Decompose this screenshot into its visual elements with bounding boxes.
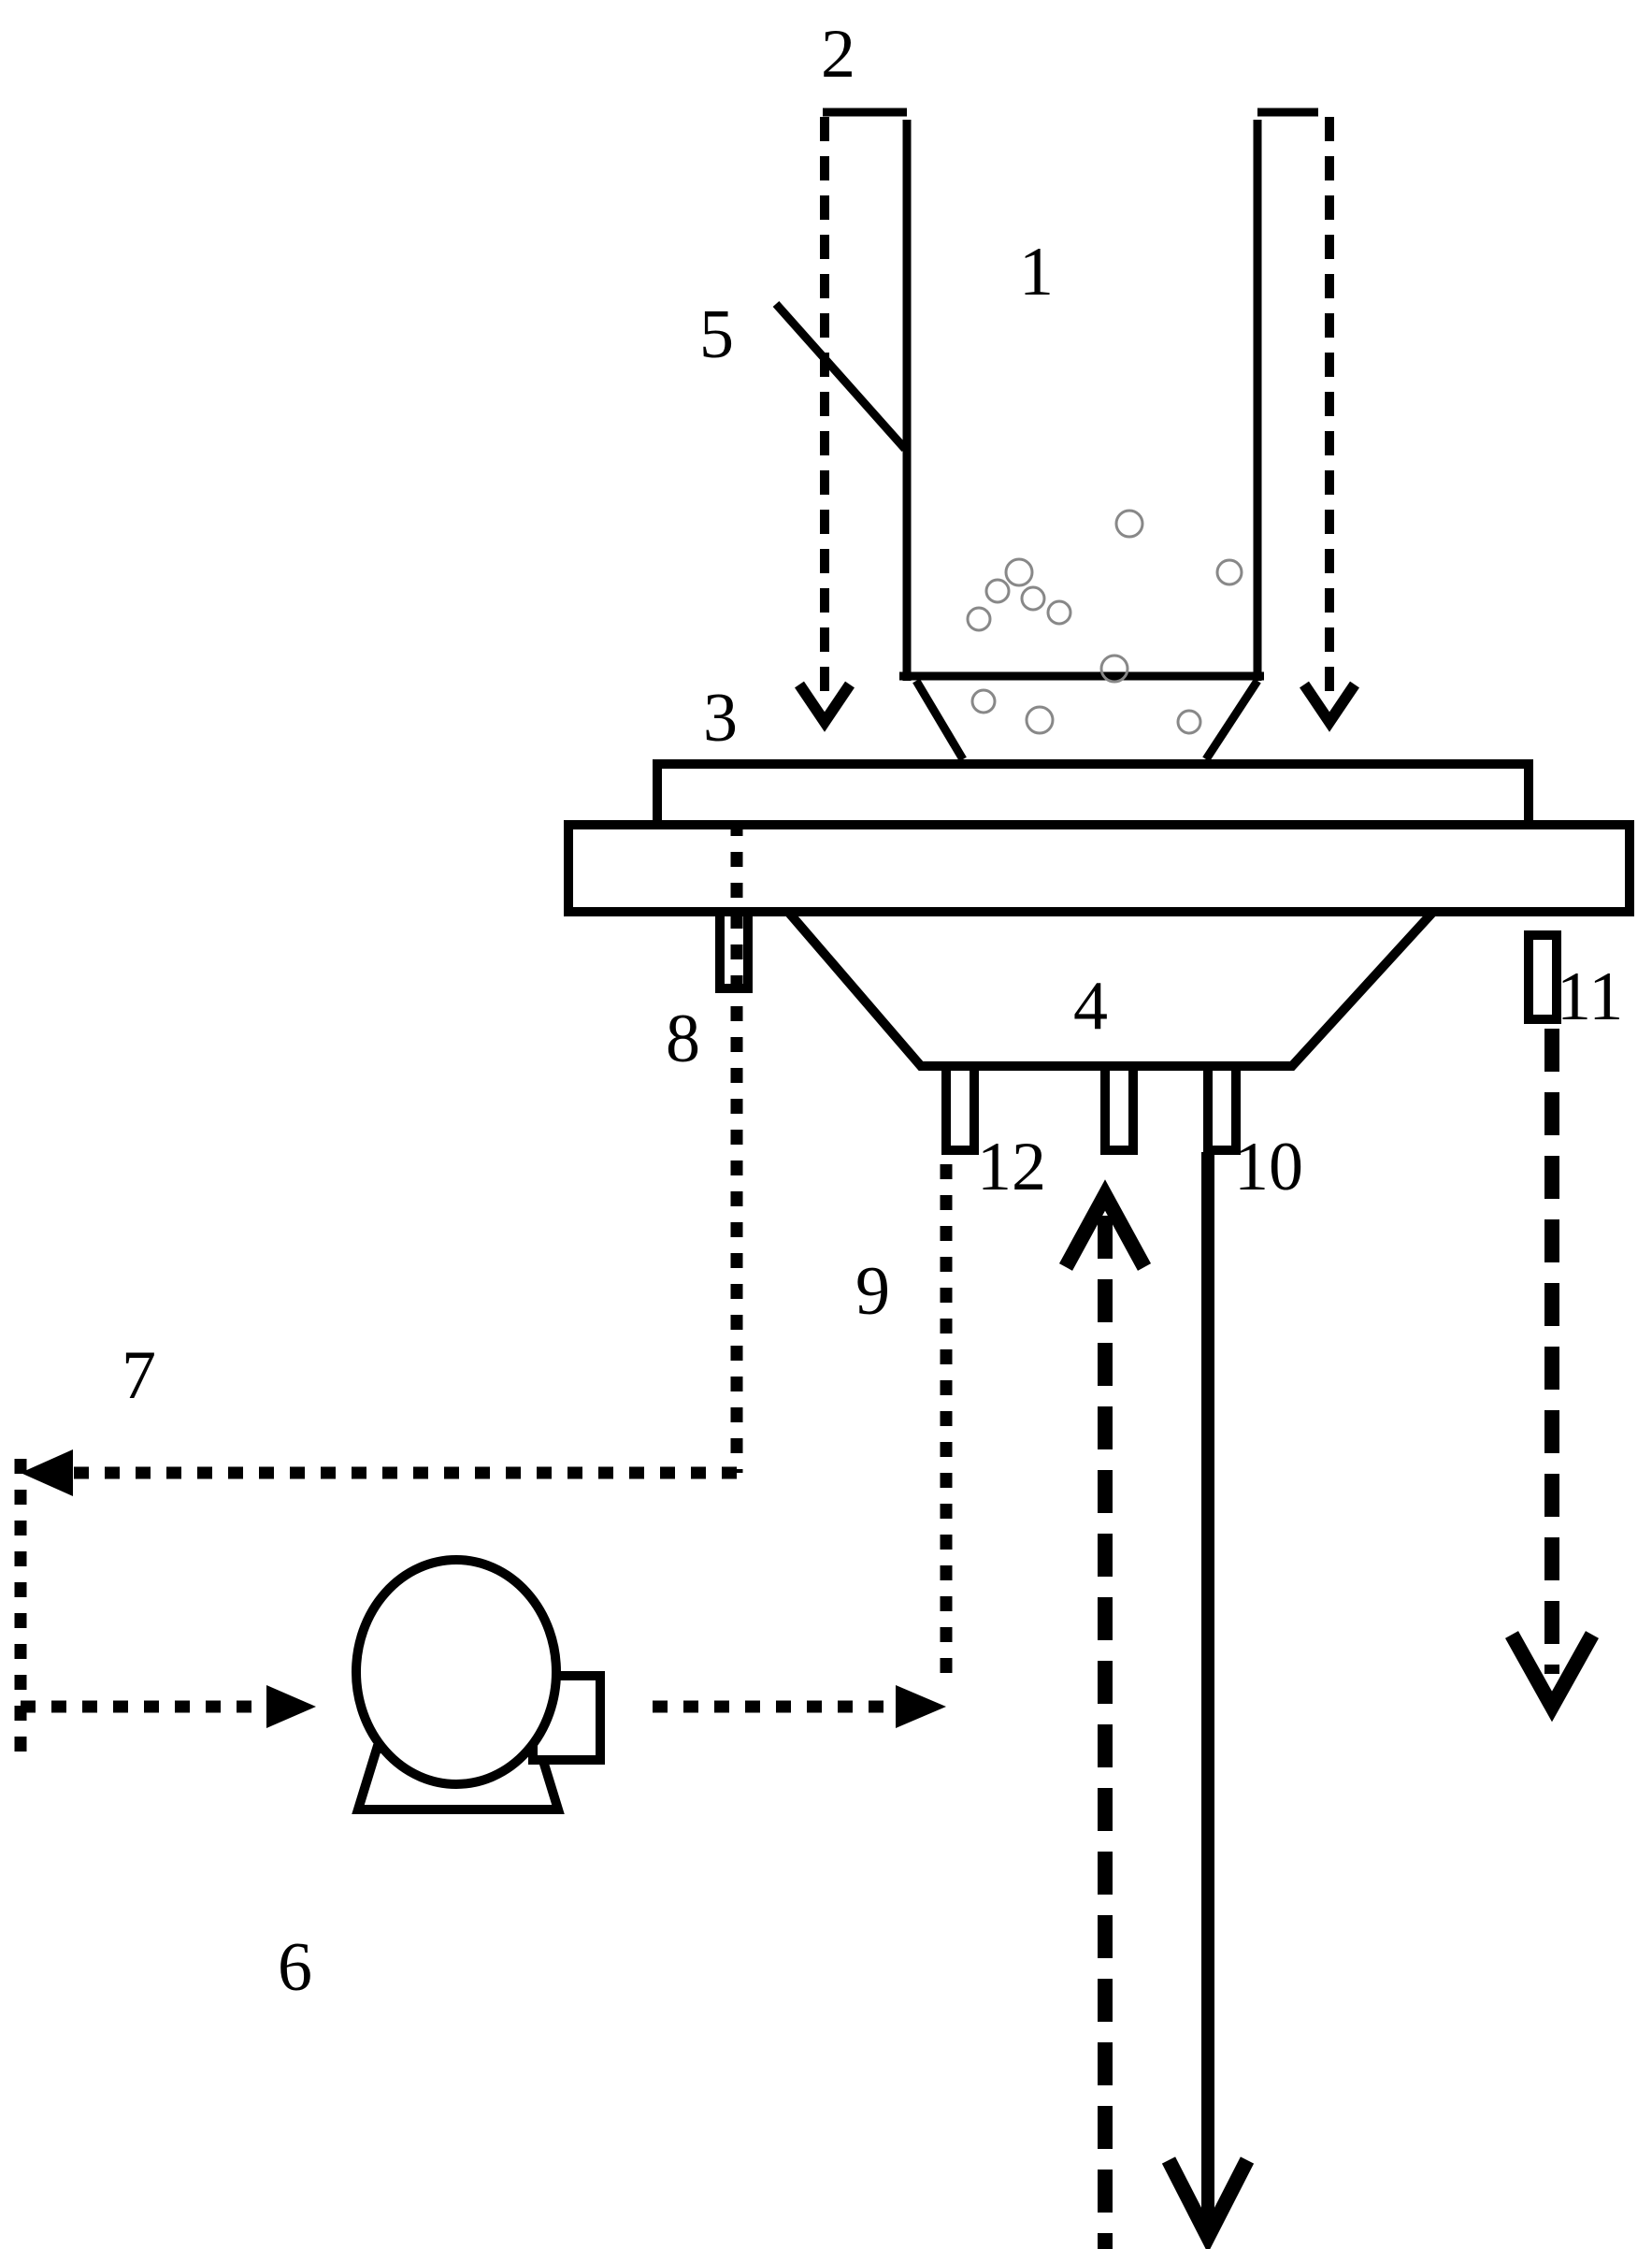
label-7: 7 — [122, 1337, 156, 1414]
nozzle-middle — [1100, 1061, 1138, 1155]
outlet-10-flow — [1161, 1152, 1255, 2249]
bottom-inlet-flow — [1058, 1179, 1152, 2249]
label-8: 8 — [666, 1001, 700, 1077]
label-2: 2 — [821, 16, 855, 93]
circulation-loop — [14, 821, 953, 1758]
nozzle-10 — [1203, 1061, 1241, 1155]
label-12: 12 — [977, 1129, 1046, 1205]
top-flow-lines — [795, 108, 1359, 732]
label-6: 6 — [278, 1929, 312, 2006]
nozzle-12 — [941, 1061, 979, 1155]
label-4: 4 — [1073, 968, 1108, 1045]
angled-inlet — [772, 301, 909, 452]
outlet-11-flow — [1505, 1029, 1599, 1723]
nozzle-11 — [1524, 930, 1561, 1024]
vessel-column — [899, 120, 1264, 762]
label-1: 1 — [1019, 234, 1054, 310]
pump — [352, 1555, 605, 1814]
label-9: 9 — [855, 1253, 890, 1330]
hopper — [778, 907, 1444, 1071]
plate-assembly — [564, 759, 1634, 916]
label-10: 10 — [1234, 1129, 1303, 1205]
label-11: 11 — [1557, 959, 1623, 1035]
label-3: 3 — [703, 680, 738, 757]
label-5: 5 — [699, 296, 734, 373]
